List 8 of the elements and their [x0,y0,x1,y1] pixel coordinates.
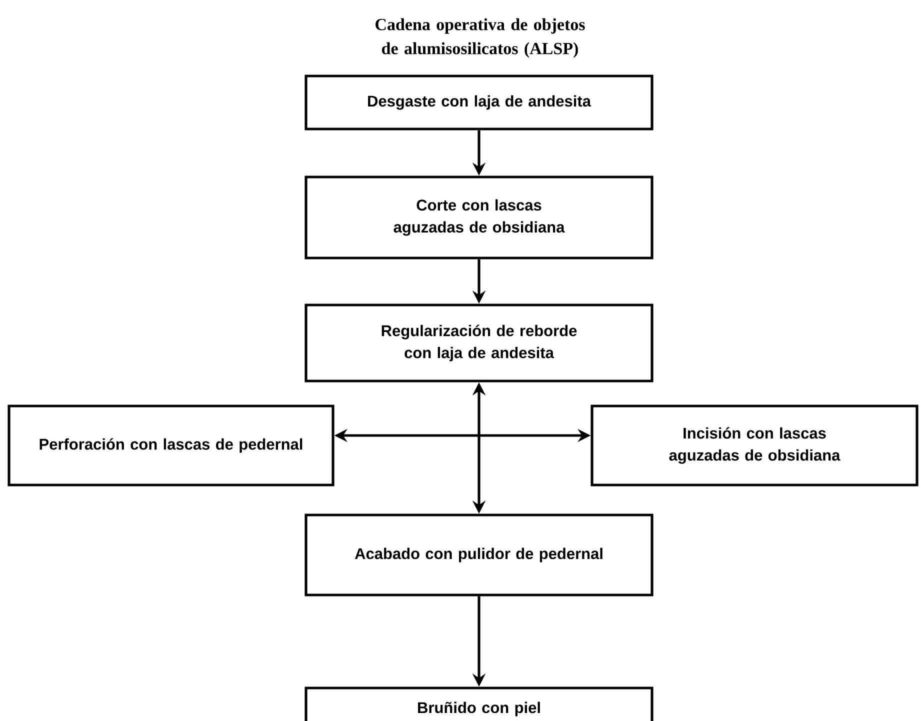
process-box: Corte con lascas aguzadas de obsidiana [304,176,654,260]
process-box: Bruñido con piel [304,686,654,721]
title: Cadena operativa de objetos de alumisosilicatos (ALSP) [376,18,585,58]
process-box: Incisión con lascas aguzadas de obsidiana [590,404,918,486]
process-box: Desgaste con laja de andesita [304,74,654,130]
process-box: Acabado con pulidor de pedernal [304,514,654,596]
process-box: Perforación con lascas de pedernal [8,404,334,486]
process-box: Regularización de reborde con laja de andesita [304,304,654,382]
